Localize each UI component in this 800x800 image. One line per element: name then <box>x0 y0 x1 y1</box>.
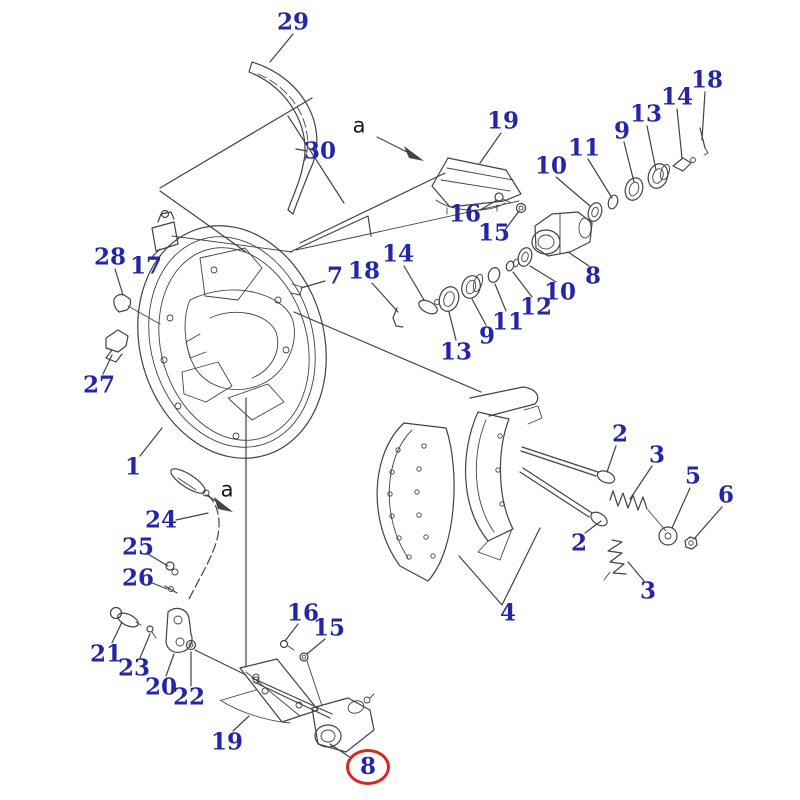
leader-lines <box>102 33 723 759</box>
part-2-pin-lower <box>519 467 608 527</box>
callout-14-top: 14 <box>660 83 694 111</box>
callout-4: 4 <box>499 599 517 627</box>
part-25-clamp <box>165 561 179 576</box>
part-20-lever <box>165 607 193 654</box>
callout-19-top: 19 <box>486 107 520 135</box>
part-27-fitting <box>105 329 129 363</box>
part-21-bolt <box>109 606 142 628</box>
part-2-pin-upper <box>520 446 616 484</box>
part-15-nut-top <box>515 202 527 214</box>
callout-13-mid: 13 <box>439 338 473 366</box>
part-10-washer-mid <box>517 247 533 267</box>
callout-16-top: 16 <box>448 200 482 228</box>
callout-18-mid: 18 <box>347 257 381 285</box>
callout-18-top: 18 <box>690 66 724 94</box>
view-a-top: a <box>352 113 366 138</box>
part-5-washer <box>658 526 678 546</box>
callout-22: 22 <box>172 683 206 711</box>
part-3-spring-upper <box>609 490 667 532</box>
part-9-piston-top <box>624 177 644 201</box>
callout-8-top: 8 <box>584 262 602 290</box>
part-arc-shim <box>248 61 318 215</box>
part-11-seal-top <box>607 194 619 210</box>
part-15-nut-bottom <box>299 652 323 707</box>
part-17-bracket <box>151 209 293 253</box>
part-13-cup-mid <box>438 286 460 312</box>
callout-19-bottom: 19 <box>210 728 244 756</box>
callout-24: 24 <box>144 506 178 534</box>
part-16-bolt-top <box>494 192 512 204</box>
part-12-ring-mid <box>505 258 520 272</box>
callout-28: 28 <box>93 243 127 271</box>
callout-14-mid: 14 <box>381 240 415 268</box>
part-9-piston-mid <box>461 273 484 299</box>
part-8-wheel-cylinder-bottom <box>311 693 375 753</box>
part-3-spring-lower <box>603 539 627 581</box>
callout-26: 26 <box>121 564 155 592</box>
view-a-bottom: a <box>220 477 234 502</box>
callout-12-mid: 12 <box>519 293 553 321</box>
part-16-bolt-bottom <box>279 639 295 651</box>
part-19-top-bracket <box>431 157 522 215</box>
part-14-bleeder-top <box>672 157 696 172</box>
callout-2-lower: 2 <box>570 529 588 557</box>
part-23-clip <box>146 625 157 639</box>
callout-11-mid: 11 <box>491 308 525 336</box>
callout-6: 6 <box>717 481 735 509</box>
view-arrow-a-top-icon <box>376 136 424 161</box>
part-8-wheel-cylinder-top <box>531 211 593 257</box>
callout-15-bottom: 15 <box>312 614 346 642</box>
part-6-nut <box>684 536 698 550</box>
part-13-cup-top <box>647 163 670 189</box>
callout-7: 7 <box>326 262 344 290</box>
callout-15-top: 15 <box>477 219 511 247</box>
callout-13-top: 13 <box>629 100 663 128</box>
callout-9-mid: 9 <box>478 322 496 350</box>
part-11-seal-mid <box>487 267 501 283</box>
callout-3-upper: 3 <box>648 441 666 469</box>
callout-29: 29 <box>276 8 310 36</box>
callout-11-top: 11 <box>567 134 601 162</box>
part-24-cable <box>170 468 220 602</box>
callout-1: 1 <box>124 453 142 481</box>
part-1-backing-plate <box>137 225 327 459</box>
part-mounting-rod-bottom <box>251 676 333 719</box>
part-18-pin-mid <box>392 307 404 328</box>
part-26-screw <box>164 585 178 594</box>
reference-lines <box>159 97 520 676</box>
callout-5: 5 <box>684 462 702 490</box>
part-4-brake-shoes <box>376 386 543 582</box>
callout-21: 21 <box>89 640 123 668</box>
callout-3-lower: 3 <box>639 577 657 605</box>
part-22-nut <box>185 639 197 651</box>
callout-27: 27 <box>82 371 116 399</box>
callout-9-top: 9 <box>613 117 631 145</box>
callout-30: 30 <box>303 137 337 165</box>
callout-8-bottom: 8 <box>345 749 391 785</box>
part-28-clip <box>113 293 161 325</box>
callout-20: 20 <box>144 673 178 701</box>
callout-2-upper: 2 <box>611 420 629 448</box>
part-10-washer-top <box>587 202 603 222</box>
callout-10-mid: 10 <box>543 278 577 306</box>
view-arrow-a-bottom-icon <box>205 494 233 512</box>
callout-25: 25 <box>121 533 155 561</box>
callout-23: 23 <box>117 654 151 682</box>
callout-17: 17 <box>129 252 163 280</box>
callout-10-top: 10 <box>534 152 568 180</box>
callout-16-bottom: 16 <box>286 599 320 627</box>
